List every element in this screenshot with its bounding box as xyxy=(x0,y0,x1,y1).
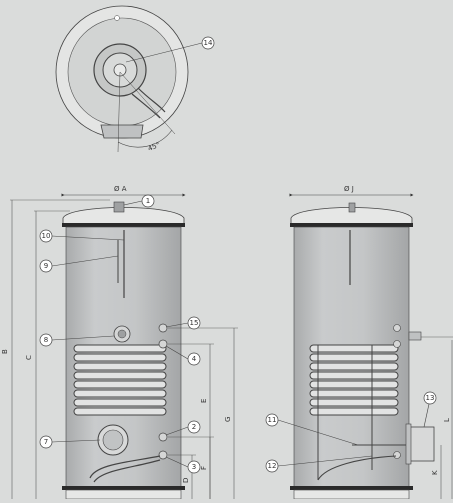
top-view-angle-line-1 xyxy=(117,71,121,153)
callout-8-bubble xyxy=(39,333,53,347)
callout-11-num: 11 xyxy=(268,416,277,424)
callout-1-bubble xyxy=(141,194,155,208)
callout-4-bubble xyxy=(187,352,201,366)
top-view-coil xyxy=(131,87,166,119)
callout-9-leader xyxy=(51,255,119,267)
dim-e: E xyxy=(200,399,208,403)
callout-1-num: 1 xyxy=(146,197,150,205)
callout-15-bubble xyxy=(187,316,201,330)
side-port-low xyxy=(393,451,401,459)
callout-12-bubble xyxy=(265,459,279,473)
side-port-mid xyxy=(393,340,401,348)
dim-g: G xyxy=(224,417,232,422)
front-port-3 xyxy=(158,450,168,460)
side-heater-box xyxy=(409,426,435,462)
side-top-connector xyxy=(348,202,356,213)
callout-2-bubble xyxy=(187,420,201,434)
callout-10-bubble xyxy=(39,229,53,243)
dim-d: D xyxy=(182,478,190,483)
callout-3-num: 3 xyxy=(192,463,196,471)
callout-4-leader xyxy=(165,345,189,360)
front-lid xyxy=(62,207,185,227)
side-heating-coil xyxy=(309,344,399,416)
callout-7-bubble xyxy=(39,435,53,449)
top-view-top-nub xyxy=(114,15,120,21)
side-view: Ø J L K 11 12 13 xyxy=(265,185,453,500)
side-port-top xyxy=(393,324,401,332)
front-heating-coil xyxy=(73,344,167,416)
callout-15-leader xyxy=(165,322,189,328)
callout-11-bubble xyxy=(265,413,279,427)
front-port-15 xyxy=(158,323,168,333)
front-top-band xyxy=(62,223,185,227)
side-bottom-loop xyxy=(317,455,397,481)
callout-4-num: 4 xyxy=(192,355,197,363)
callout-8-leader xyxy=(51,335,115,341)
front-base xyxy=(65,489,182,500)
callout-11-leader xyxy=(277,419,359,446)
dim-l: L xyxy=(443,418,451,422)
dim-k: K xyxy=(431,470,439,475)
callout-14-bubble xyxy=(201,36,215,50)
callout-14-num: 14 xyxy=(204,39,213,47)
callout-3-bubble xyxy=(187,460,201,474)
dim-a: Ø A xyxy=(114,185,127,193)
callout-15-num: 15 xyxy=(190,319,199,327)
side-outlet-stub xyxy=(408,331,422,341)
dim-angle: 45° xyxy=(147,141,162,153)
side-top-band xyxy=(290,223,413,227)
callout-12-leader xyxy=(277,455,373,467)
side-lid xyxy=(290,207,413,227)
top-view: 45° 14 xyxy=(55,5,215,153)
callout-2-num: 2 xyxy=(192,423,196,431)
front-bottom-band xyxy=(62,486,185,490)
callout-8-num: 8 xyxy=(44,336,48,344)
callout-7-leader xyxy=(51,439,101,443)
callout-10-leader xyxy=(51,235,125,241)
front-port-8-inner xyxy=(117,329,127,339)
top-view-angle-line-2 xyxy=(119,71,176,135)
side-base xyxy=(293,489,410,500)
dim-f: F xyxy=(200,466,208,470)
dim-j: Ø J xyxy=(344,185,354,193)
callout-2-leader xyxy=(165,426,189,436)
front-coil-return xyxy=(89,455,161,483)
dim-c: C xyxy=(25,355,33,360)
callout-9-num: 9 xyxy=(44,262,48,270)
callout-12-num: 12 xyxy=(268,462,277,470)
callout-10-num: 10 xyxy=(42,232,51,240)
side-heater-plate xyxy=(405,423,412,465)
top-view-bracket xyxy=(100,124,144,139)
callout-1-leader xyxy=(123,200,143,206)
front-port-4 xyxy=(158,339,168,349)
callout-13-leader xyxy=(423,403,430,428)
callout-9-bubble xyxy=(39,259,53,273)
front-top-connector xyxy=(113,201,125,213)
front-view: B C Ø A G E F D 1 10 9 8 7 xyxy=(1,185,238,500)
side-bottom-band xyxy=(290,486,413,490)
dim-b: B xyxy=(1,349,9,354)
front-port-2 xyxy=(158,432,168,442)
callout-3-leader xyxy=(165,456,189,468)
callout-7-num: 7 xyxy=(44,438,48,446)
callout-14-leader xyxy=(125,42,203,63)
top-view-angle-arc xyxy=(117,129,173,148)
callout-13-bubble xyxy=(423,391,437,405)
front-flange-7-inner xyxy=(102,429,124,451)
callout-13-num: 13 xyxy=(426,394,435,402)
